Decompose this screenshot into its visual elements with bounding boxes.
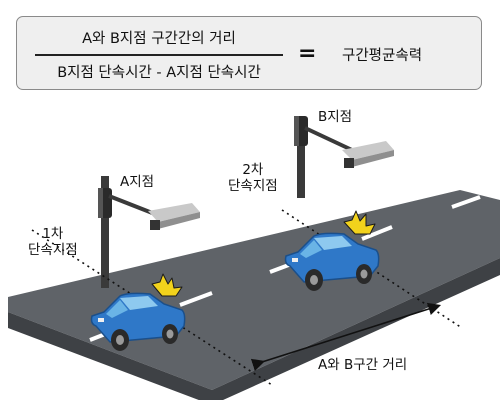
- flash-burst-b-icon: [343, 210, 376, 235]
- car-b-icon: [284, 232, 380, 291]
- flash-burst-a-icon: [151, 273, 183, 297]
- label-first-check: 1차 단속지점: [28, 226, 78, 258]
- road: [8, 190, 500, 400]
- formula-numerator: A와 B지점 구간간의 거리: [82, 31, 236, 47]
- formula-result: 구간평균속력: [342, 48, 423, 64]
- camera-pole-a: [98, 176, 200, 288]
- formula-denominator: B지점 단속시간 - A지점 단속시간: [57, 65, 261, 81]
- label-point-a: A지점: [120, 174, 155, 190]
- label-second-check: 2차 단속지점: [228, 162, 278, 194]
- road-edge: [8, 258, 500, 400]
- formula-box: A와 B지점 구간간의 거리 B지점 단속시간 - A지점 단속시간 = 구간평…: [16, 16, 482, 90]
- camera-a-icon: [148, 203, 200, 230]
- camera-pole-b: [294, 116, 394, 198]
- label-distance: A와 B구간 거리: [318, 357, 408, 373]
- car-a-icon: [90, 292, 186, 351]
- label-point-b: B지점: [318, 109, 353, 125]
- distance-arrow: [250, 302, 442, 372]
- camera-b-icon: [342, 141, 394, 168]
- fraction-bar: [35, 54, 283, 56]
- road-surface: [8, 190, 500, 390]
- equals-sign: =: [298, 41, 317, 66]
